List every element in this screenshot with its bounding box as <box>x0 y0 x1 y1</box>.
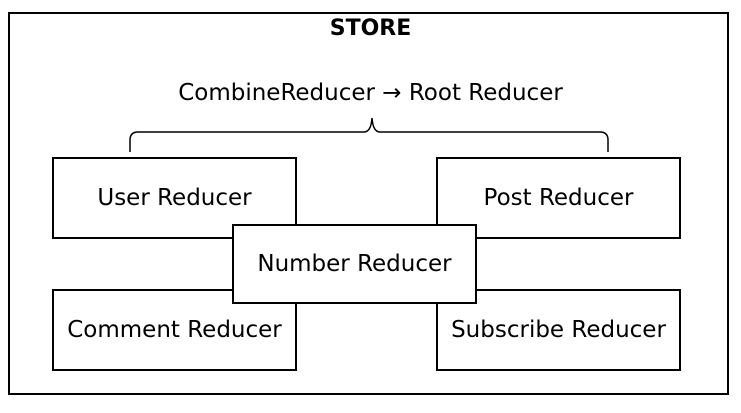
number-reducer-label: Number Reducer <box>257 251 452 277</box>
store-container <box>8 12 729 395</box>
subscribe-reducer-label: Subscribe Reducer <box>451 317 666 343</box>
store-title: STORE <box>329 16 412 41</box>
user-reducer-label: User Reducer <box>97 185 252 211</box>
number-reducer-box: Number Reducer <box>232 224 477 304</box>
curly-brace-connector <box>129 117 609 152</box>
comment-reducer-label: Comment Reducer <box>67 317 282 343</box>
combine-reducer-label: CombineReducer → Root Reducer <box>178 80 563 106</box>
post-reducer-label: Post Reducer <box>483 185 634 211</box>
